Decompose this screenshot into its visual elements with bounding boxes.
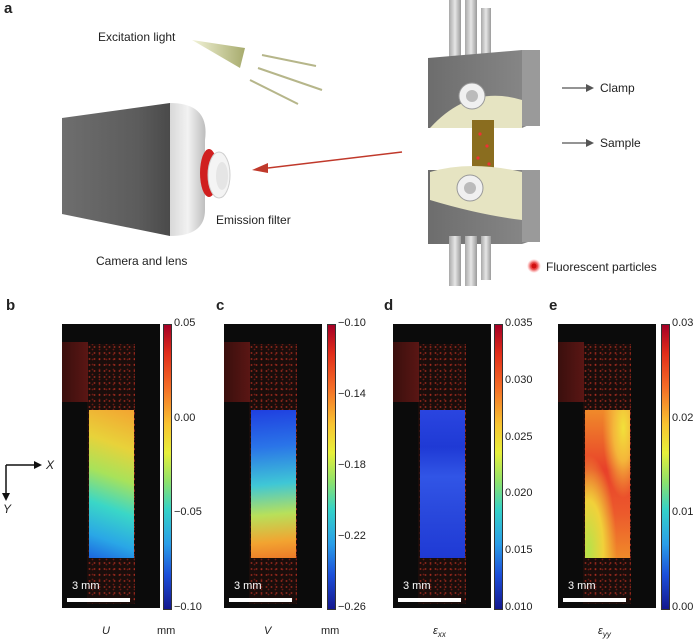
panel-c-variable-label: V — [264, 625, 271, 637]
panel-c-scalebar — [229, 598, 292, 602]
panel-d-scalebar — [398, 598, 461, 602]
panel-e-colorbar — [661, 324, 670, 610]
fluorescent-particles-label: Fluorescent particles — [546, 260, 657, 274]
panel-e-map: 3 mm — [558, 324, 656, 608]
panel-b-unit-label: mm — [157, 625, 176, 637]
panel-d-colorbar-tick: 0.035 — [505, 317, 533, 329]
panel-c-variable-symbol: V — [264, 625, 272, 637]
panel-b-variable-symbol: U — [102, 625, 110, 637]
panel-c-unit-label: mm — [321, 625, 340, 637]
panel-c-colorbar-tick: −0.26 — [338, 601, 366, 613]
panel-e-letter: e — [549, 297, 558, 314]
panel-b-colorbar-tick: −0.10 — [174, 601, 202, 613]
panel-e-variable-subscript: yy — [602, 630, 611, 640]
axes-indicator — [2, 461, 42, 501]
panel-d-variable-subscript: xx — [437, 630, 446, 640]
panel-d-letter: d — [384, 297, 394, 314]
panel-a-letter: a — [4, 0, 13, 17]
camera-and-lens-label: Camera and lens — [96, 254, 188, 268]
panel-e-colorbar-tick: 0.02 — [672, 411, 694, 424]
panel-d-colorbar-tick: 0.030 — [505, 373, 533, 386]
panel-d-variable-label: εxx — [433, 625, 446, 639]
panel-b-colorbar — [163, 324, 172, 610]
panel-b-scalebar — [67, 598, 130, 602]
panel-d-colorbar — [494, 324, 503, 610]
panel-c-colorbar — [327, 324, 336, 610]
clamp-arrow — [562, 84, 594, 92]
panel-d-colorbar-tick: 0.010 — [505, 601, 533, 613]
panel-c-colorbar-tick: −0.18 — [338, 459, 366, 471]
panel-d-variable-symbol: ε — [433, 625, 438, 637]
panel-e-colorbar-tick: 0.00 — [672, 601, 694, 613]
panel-b-letter: b — [6, 297, 16, 314]
panel-b-field — [89, 410, 134, 558]
panel-d-colorbar-tick: 0.020 — [505, 487, 533, 500]
panel-b-colorbar-tick: 0.05 — [174, 317, 196, 329]
panel-e-field — [585, 410, 630, 558]
panel-c-scalebar-label: 3 mm — [234, 580, 262, 592]
excitation-light-icon — [192, 40, 323, 105]
panel-b-map: 3 mm — [62, 324, 160, 608]
panel-c-map: 3 mm — [224, 324, 322, 608]
panel-e-scalebar-label: 3 mm — [568, 580, 596, 592]
panel-e-variable-label: εyy — [598, 625, 611, 639]
panel-d-scalebar-label: 3 mm — [403, 580, 431, 592]
panel-e-variable-symbol: ε — [598, 625, 603, 637]
emission-filter-label: Emission filter — [216, 213, 291, 227]
y-axis-label: Y — [3, 502, 12, 516]
emission-arrow — [252, 151, 403, 173]
panel-d-map: 3 mm — [393, 324, 491, 608]
panel-c-colorbar-tick: −0.10 — [338, 317, 366, 329]
panel-e-colorbar-tick: 0.03 — [672, 317, 694, 329]
panel-d-colorbar-tick: 0.015 — [505, 544, 533, 557]
setup-diagram — [62, 0, 594, 286]
panel-c-letter: c — [216, 297, 225, 314]
tensile-rig — [428, 0, 540, 286]
panel-b-colorbar-tick: 0.00 — [174, 411, 196, 424]
panel-c-colorbar-tick: −0.14 — [338, 388, 366, 400]
clamp-label: Clamp — [600, 81, 635, 95]
camera-icon — [62, 103, 231, 236]
panel-b-variable-label: U — [102, 625, 110, 637]
panel-c-field — [251, 410, 296, 558]
panel-c-colorbar-tick: −0.22 — [338, 530, 366, 542]
panel-d-colorbar-tick: 0.025 — [505, 430, 533, 443]
panel-e-scalebar — [563, 598, 626, 602]
panel-b-colorbar-tick: −0.05 — [174, 506, 202, 519]
panel-b-scalebar-label: 3 mm — [72, 580, 100, 592]
panel-d-field — [420, 410, 465, 558]
excitation-light-label: Excitation light — [98, 30, 176, 44]
x-axis-label: X — [46, 458, 55, 472]
sample-arrow — [562, 139, 594, 147]
panel-e-colorbar-tick: 0.01 — [672, 506, 694, 519]
sample-label: Sample — [600, 136, 641, 150]
